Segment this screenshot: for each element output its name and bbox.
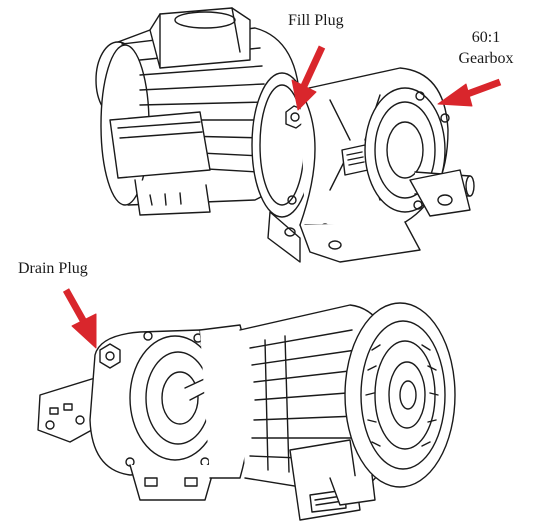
gearbox-ratio-label: 60:1 — [471, 29, 501, 46]
drain-plug-arrow — [62, 288, 97, 349]
top-motor-assembly — [95, 7, 475, 263]
gearbox-arrow — [437, 78, 502, 107]
fill-plug-label: Fill Plug — [288, 12, 344, 29]
drain-plug-label: Drain Plug — [18, 260, 88, 277]
bottom-motor-assembly — [37, 302, 456, 521]
gearbox-name-label: Gearbox — [458, 50, 514, 67]
fill-plug-arrow — [291, 45, 326, 111]
